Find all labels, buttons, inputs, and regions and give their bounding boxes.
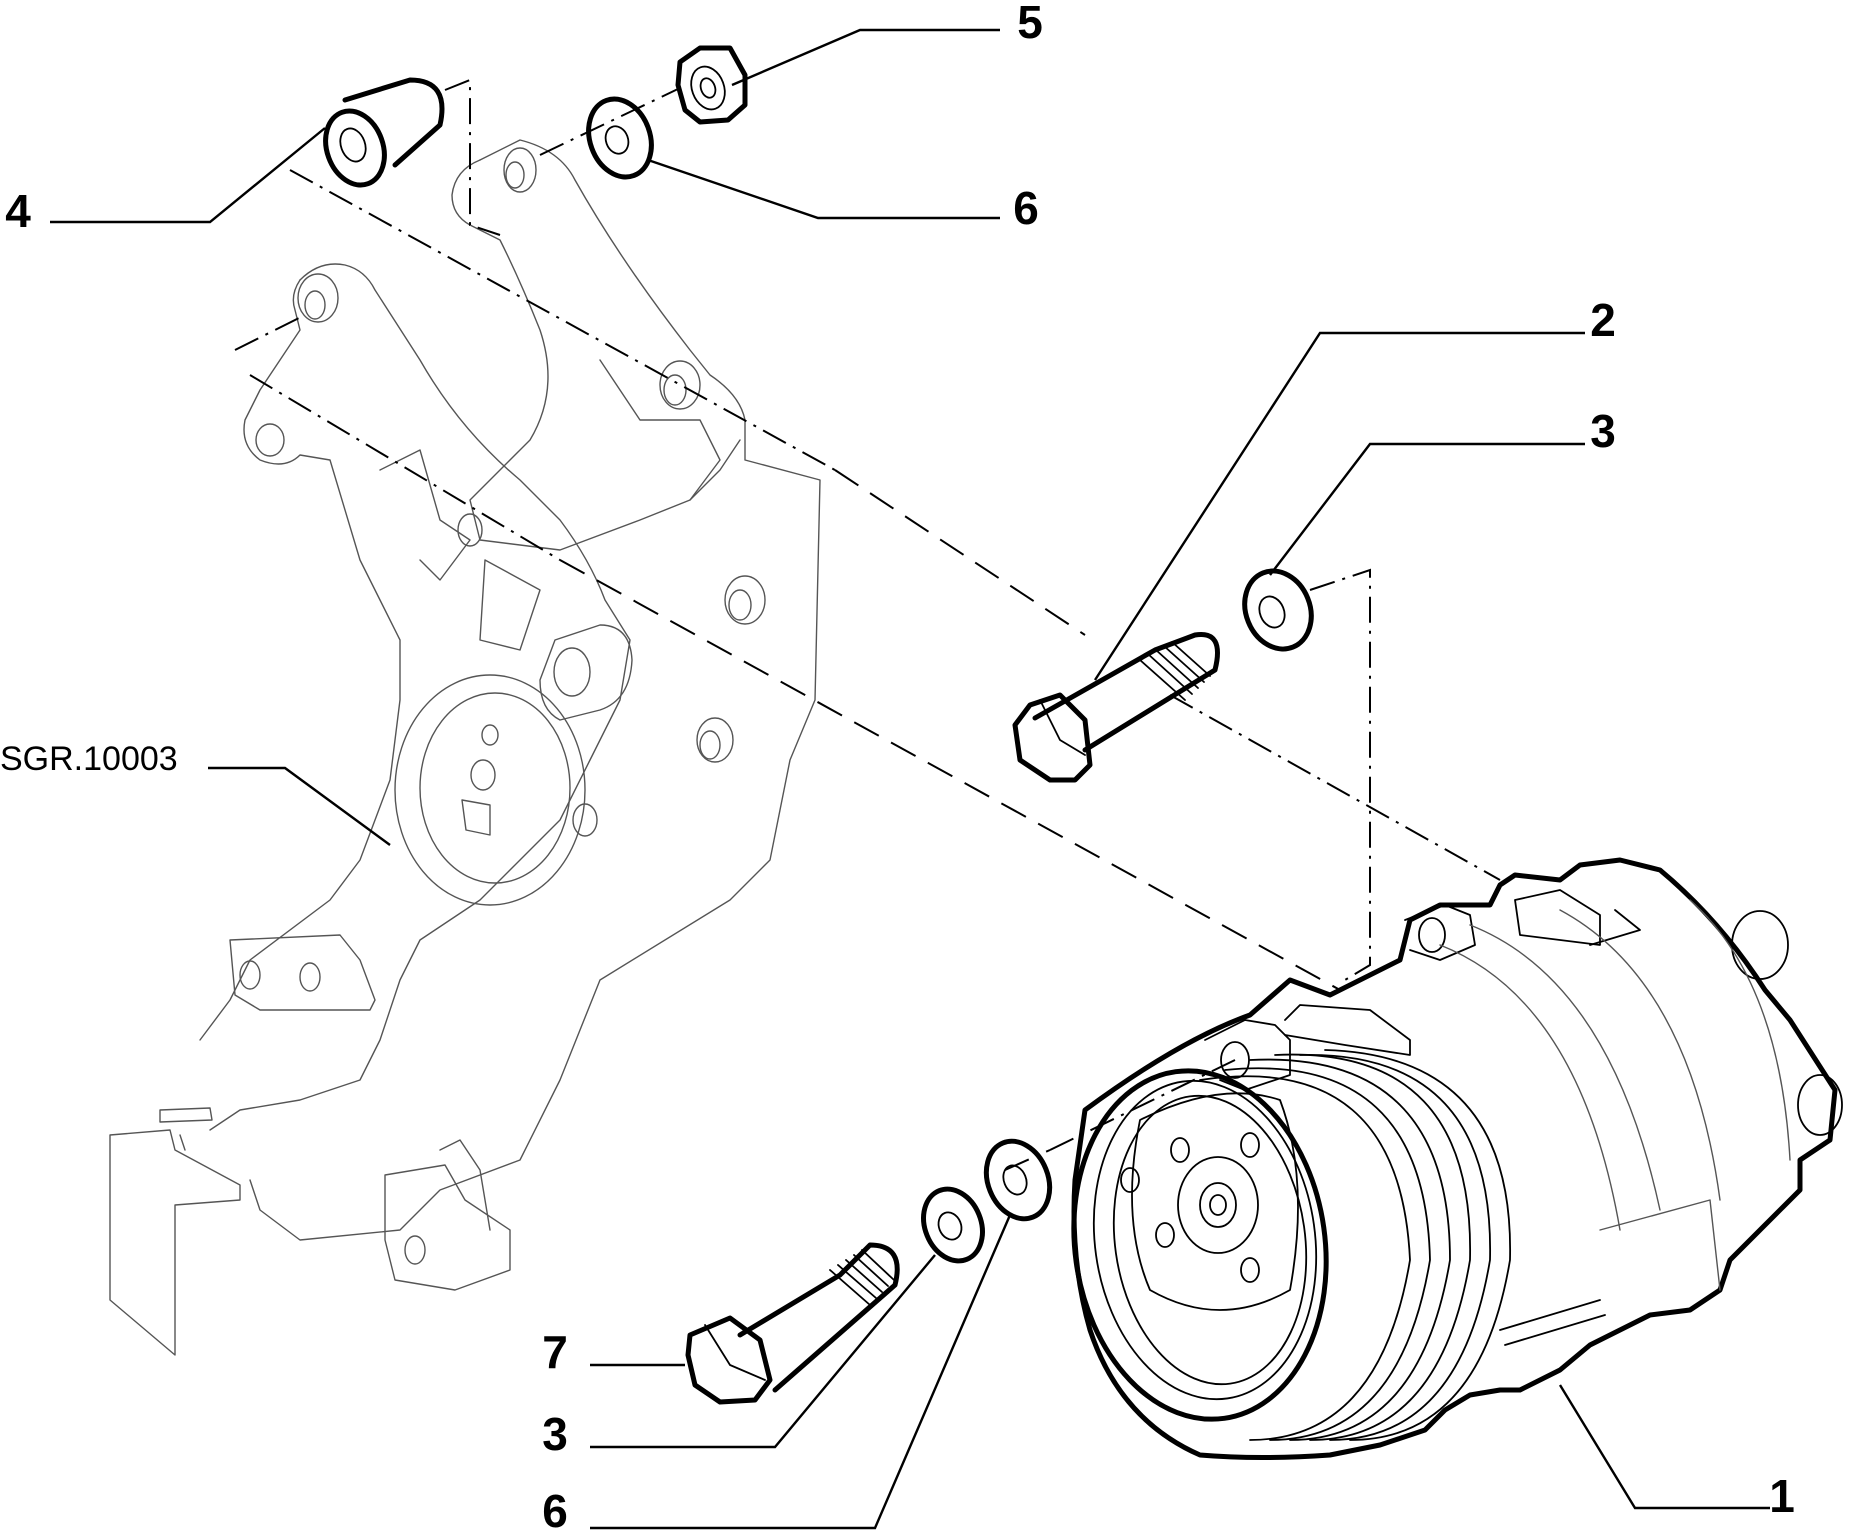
part-5-nut	[675, 45, 748, 125]
part-6-washer-upper	[586, 96, 654, 180]
callout-7: 7	[542, 1326, 568, 1378]
reference-code: SGR.10003	[0, 740, 178, 778]
callout-4: 4	[5, 185, 31, 237]
leader-lines	[50, 28, 1770, 1530]
part-2-bolt	[1012, 631, 1220, 783]
part-4-bushing	[323, 77, 445, 188]
callout-2: 2	[1590, 294, 1616, 346]
part-1-compressor	[1071, 857, 1843, 1460]
part-3-washer-lower	[921, 1186, 985, 1264]
mounting-bracket	[109, 139, 821, 1356]
callout-labels: 1 2 3 3 4 5 6 6 7 SGR.10003	[0, 0, 1795, 1530]
callout-5: 5	[1017, 0, 1043, 48]
part-6-washer-lower	[983, 1138, 1053, 1222]
part-7-bolt	[685, 1242, 900, 1405]
assembly-axis-lines	[234, 78, 1501, 1171]
callout-3-upper: 3	[1590, 405, 1616, 457]
callout-1: 1	[1769, 1470, 1795, 1522]
part-3-washer-upper	[1242, 568, 1314, 652]
callout-3-lower: 3	[542, 1408, 568, 1460]
callout-6-upper: 6	[1013, 182, 1039, 234]
callout-6-lower: 6	[542, 1485, 568, 1530]
